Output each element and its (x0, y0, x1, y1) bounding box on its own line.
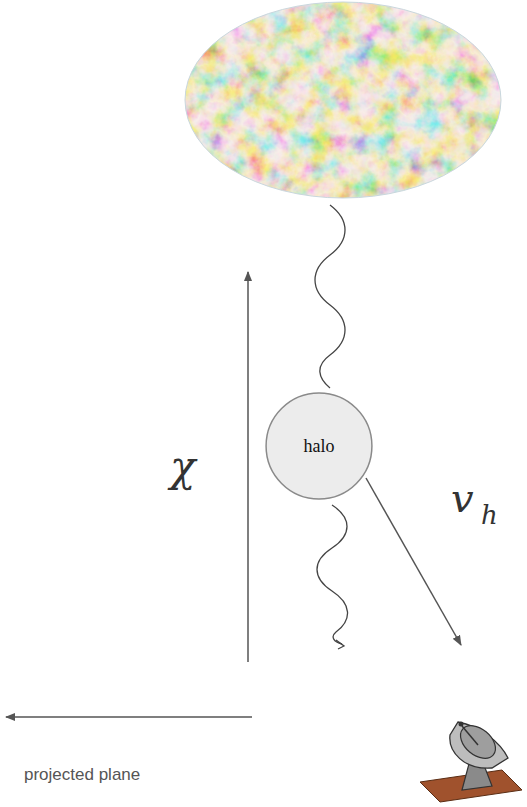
plane-axis (6, 716, 252, 718)
radio-dish (420, 719, 522, 802)
axis-symbol: χ (170, 446, 195, 488)
velocity-arrow (366, 478, 461, 645)
velocity-symbol: v (451, 478, 474, 518)
photon-wave (317, 505, 348, 644)
node-label: halo (304, 436, 335, 457)
cmb-map (185, 2, 501, 198)
chi-axis (247, 272, 249, 662)
axis-caption: projected plane (24, 766, 140, 783)
velocity-subscript: h (481, 502, 498, 528)
halo-circle: halo (265, 392, 373, 500)
photon-wave (315, 205, 345, 388)
